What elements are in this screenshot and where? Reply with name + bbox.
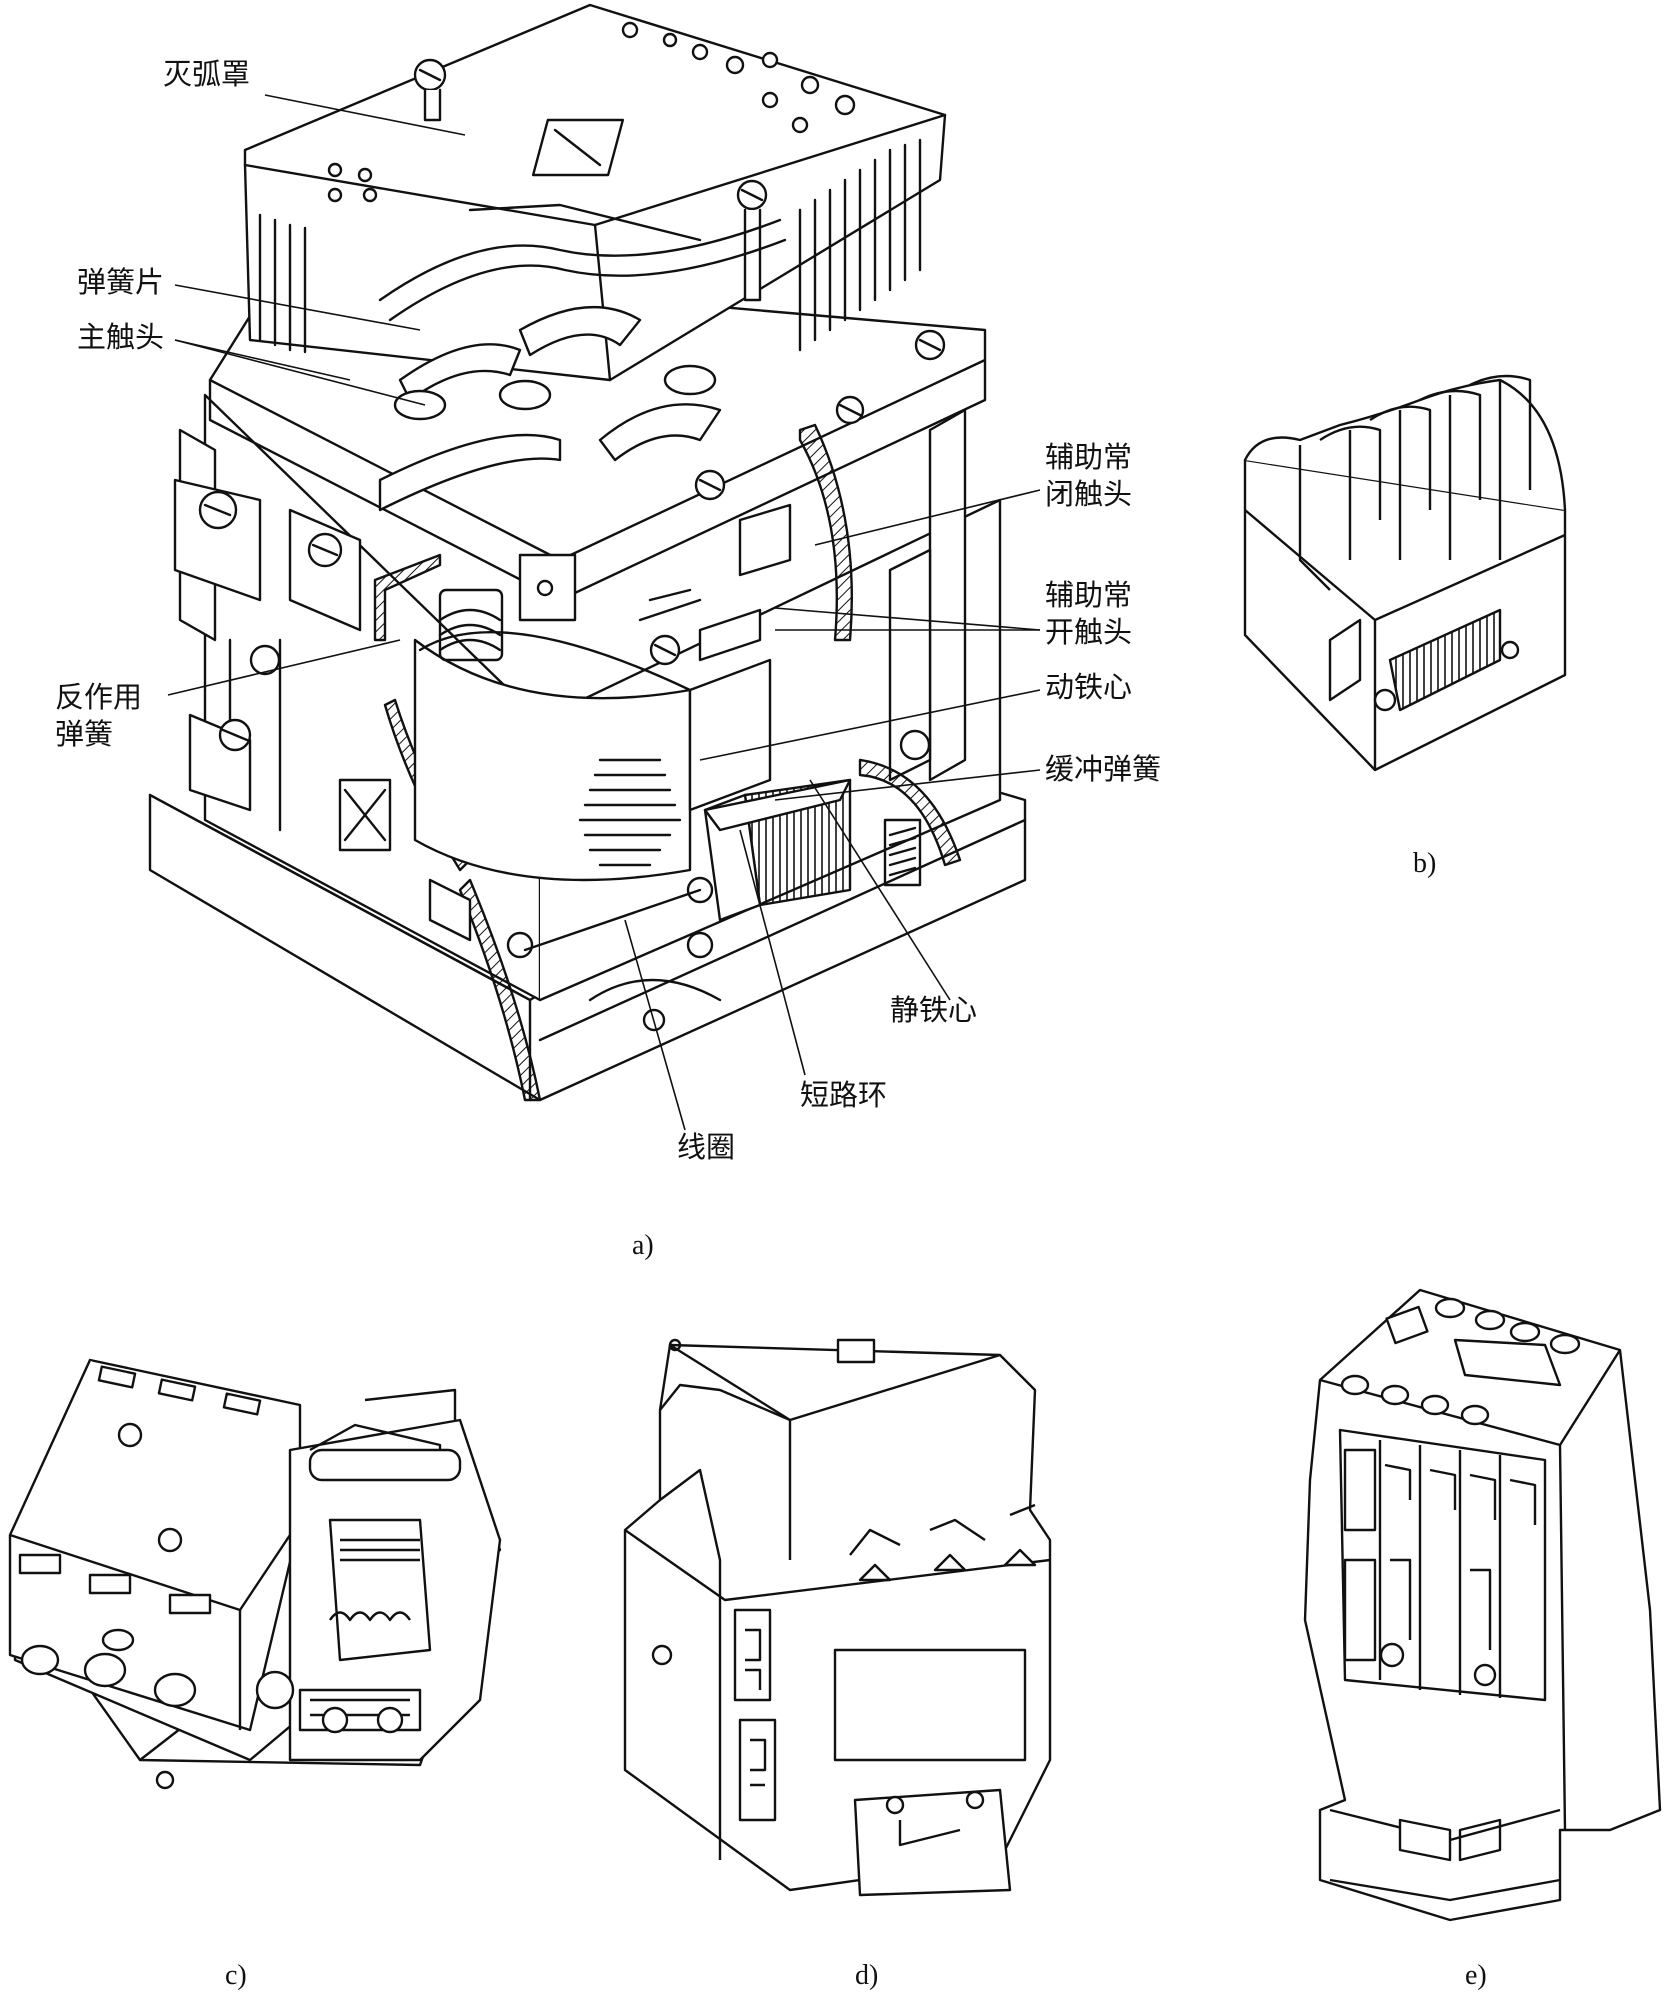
caption-b: b) xyxy=(1413,848,1437,879)
label-reaction-spring-line1: 反作用 xyxy=(55,680,143,714)
label-arc-chute: 灭弧罩 xyxy=(163,57,251,91)
leader-lines xyxy=(168,95,1040,1130)
caption-d: d) xyxy=(855,1960,879,1991)
contactor-c-drawing xyxy=(10,1360,500,1788)
label-aux-nc-line1: 辅助常 xyxy=(1045,440,1133,474)
caption-e: e) xyxy=(1465,1960,1487,1991)
contactor-cutaway-drawing xyxy=(150,5,1025,1100)
label-static-core: 静铁心 xyxy=(890,993,978,1027)
label-buffer-spring: 缓冲弹簧 xyxy=(1045,752,1162,786)
contactor-d-drawing xyxy=(625,1340,1050,1895)
label-aux-nc-line2: 闭触头 xyxy=(1045,477,1133,511)
label-reaction-spring-line2: 弹簧 xyxy=(55,717,114,751)
contactor-b-drawing xyxy=(1245,376,1565,770)
label-aux-no-line1: 辅助常 xyxy=(1045,578,1133,612)
label-spring-leaf: 弹簧片 xyxy=(77,265,165,299)
caption-c: c) xyxy=(225,1960,247,1991)
label-aux-no-line2: 开触头 xyxy=(1045,615,1133,649)
label-short-ring: 短路环 xyxy=(800,1078,888,1112)
caption-a: a) xyxy=(632,1230,654,1261)
label-main-contact: 主触头 xyxy=(77,320,165,354)
label-moving-core: 动铁心 xyxy=(1045,670,1133,704)
label-coil: 线圈 xyxy=(677,1130,736,1164)
contactor-e-drawing xyxy=(1305,1290,1660,1920)
